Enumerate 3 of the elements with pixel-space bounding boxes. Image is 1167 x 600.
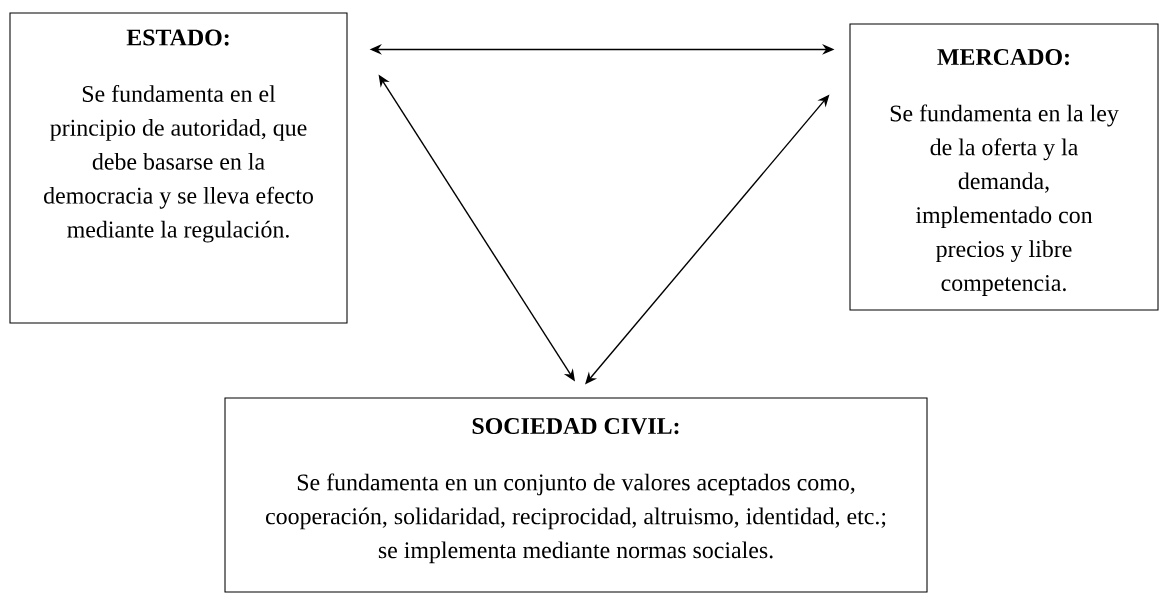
text-box: SOCIEDAD CIVIL: Se fundamenta en un conjunto de valores aceptados como, cooperación, solidaridad, reciprocidad, altruismo, identidad, etc.; se implementa mediante normas sociales. (224, 397, 928, 593)
text-box: MERCADO: Se fundamenta en la ley de la oferta y la demanda, implementado con precios y libre competencia. (849, 23, 1159, 311)
text-box: ESTADO: Se fundamenta en el principio de autoridad, que debe basarse en la democracia y se lleva efecto mediante la regulación. (9, 12, 348, 324)
